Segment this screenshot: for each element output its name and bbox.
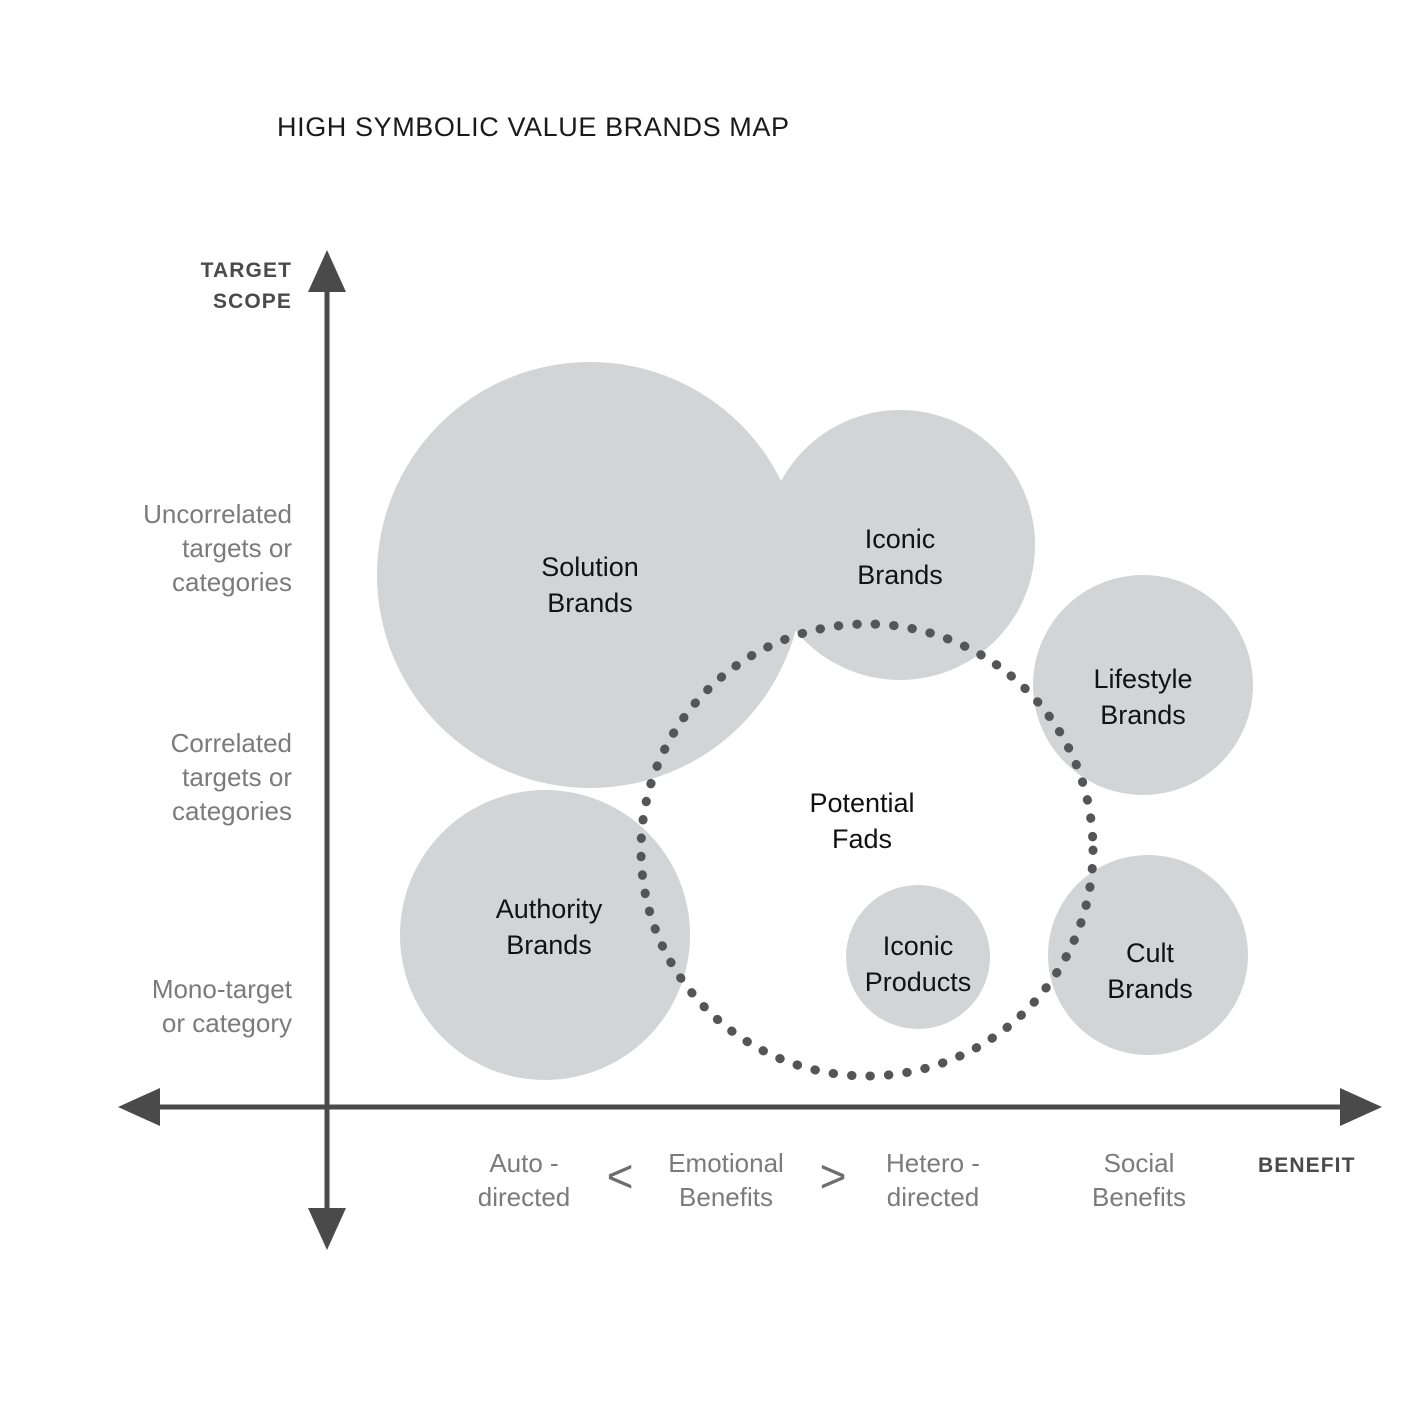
bubble-label-iconic-products-line-1: Products [865,967,972,997]
x-tick-3-line-0: Social [1104,1148,1175,1178]
bubble-label-iconic-brands-line-0: Iconic [865,524,936,554]
y-tick-1-line-0: Correlated [171,728,292,758]
bubble-label-lifestyle-brands-line-0: Lifestyle [1093,664,1192,694]
y-tick-0-line-1: targets or [182,533,292,563]
bubble-circle-authority-brands[interactable] [400,790,690,1080]
bubble-solution-brands[interactable]: Solution Brands [377,362,803,788]
bubble-label-authority-brands-line-0: Authority [496,894,603,924]
bubble-label-cult-brands-line-0: Cult [1126,938,1175,968]
x-tick-1-line-1: Benefits [679,1182,773,1212]
y-axis-title-line2: SCOPE [213,290,292,313]
x-axis-comparator-greater-than-icon: > [820,1150,847,1202]
x-tick-0-line-0: Auto - [489,1148,558,1178]
bubble-cult-brands[interactable]: Cult Brands [1048,855,1248,1055]
y-axis-tick-monotarget: Mono-target or category [152,974,293,1038]
bubble-label-cult-brands-line-1: Brands [1107,974,1193,1004]
bubble-iconic-products[interactable]: Iconic Products [846,885,990,1029]
bubble-label-lifestyle-brands-line-1: Brands [1100,700,1186,730]
y-axis-arrow-up-icon [308,250,346,292]
bubble-label-iconic-products-line-0: Iconic [883,931,954,961]
axis-horizontal [118,1088,1382,1126]
x-axis-comparator-less-than-icon: < [607,1150,634,1202]
bubble-iconic-brands[interactable]: Iconic Brands [765,410,1035,680]
potential-fads-dotted-circle [636,619,1098,1081]
bubble-circle-solution-brands[interactable] [377,362,803,788]
page-title: HIGH SYMBOLIC VALUE BRANDS MAP [277,112,790,142]
bubble-label-authority-brands-line-1: Brands [506,930,592,960]
y-tick-2-line-0: Mono-target [152,974,293,1004]
x-tick-3-line-1: Benefits [1092,1182,1186,1212]
bubble-label-iconic-brands-line-1: Brands [857,560,943,590]
region-label-potential-fads: Potential Fads [809,788,914,854]
x-tick-2-line-0: Hetero - [886,1148,980,1178]
bubble-authority-brands[interactable]: Authority Brands [400,790,690,1080]
x-axis-tick-auto-directed: Auto - directed [478,1148,571,1212]
axis-vertical [308,250,346,1250]
x-axis-arrow-left-icon [118,1088,160,1126]
x-axis-title: BENEFIT [1258,1154,1356,1177]
y-tick-1-line-2: categories [172,796,292,826]
bubble-lifestyle-brands[interactable]: Lifestyle Brands [1033,575,1253,795]
region-label-potential-fads-line-0: Potential [809,788,914,818]
x-tick-1-line-0: Emotional [668,1148,784,1178]
y-axis-tick-uncorrelated: Uncorrelated targets or categories [143,499,292,597]
y-axis-title: TARGET SCOPE [201,259,292,313]
bubble-circle-cult-brands[interactable] [1048,855,1248,1055]
x-axis-tick-hetero-directed: Hetero - directed [886,1148,980,1212]
x-axis-tick-social-benefits: Social Benefits [1092,1148,1186,1212]
x-tick-2-line-1: directed [887,1182,980,1212]
region-label-potential-fads-line-1: Fads [832,824,892,854]
x-axis-arrow-right-icon [1340,1088,1382,1126]
y-tick-0-line-2: categories [172,567,292,597]
bubble-label-solution-brands-line-1: Brands [547,588,633,618]
y-axis-arrow-down-icon [308,1208,346,1250]
bubble-circle-iconic-brands[interactable] [765,410,1035,680]
bubble-circle-lifestyle-brands[interactable] [1033,575,1253,795]
bubble-label-solution-brands-line-0: Solution [541,552,639,582]
x-tick-0-line-1: directed [478,1182,571,1212]
y-tick-2-line-1: or category [162,1008,292,1038]
x-axis-tick-emotional-benefits: Emotional Benefits [668,1148,784,1212]
y-axis-title-line1: TARGET [201,259,292,282]
bubble-circle-iconic-products[interactable] [846,885,990,1029]
y-tick-0-line-0: Uncorrelated [143,499,292,529]
y-axis-tick-correlated: Correlated targets or categories [171,728,293,826]
y-tick-1-line-1: targets or [182,762,292,792]
